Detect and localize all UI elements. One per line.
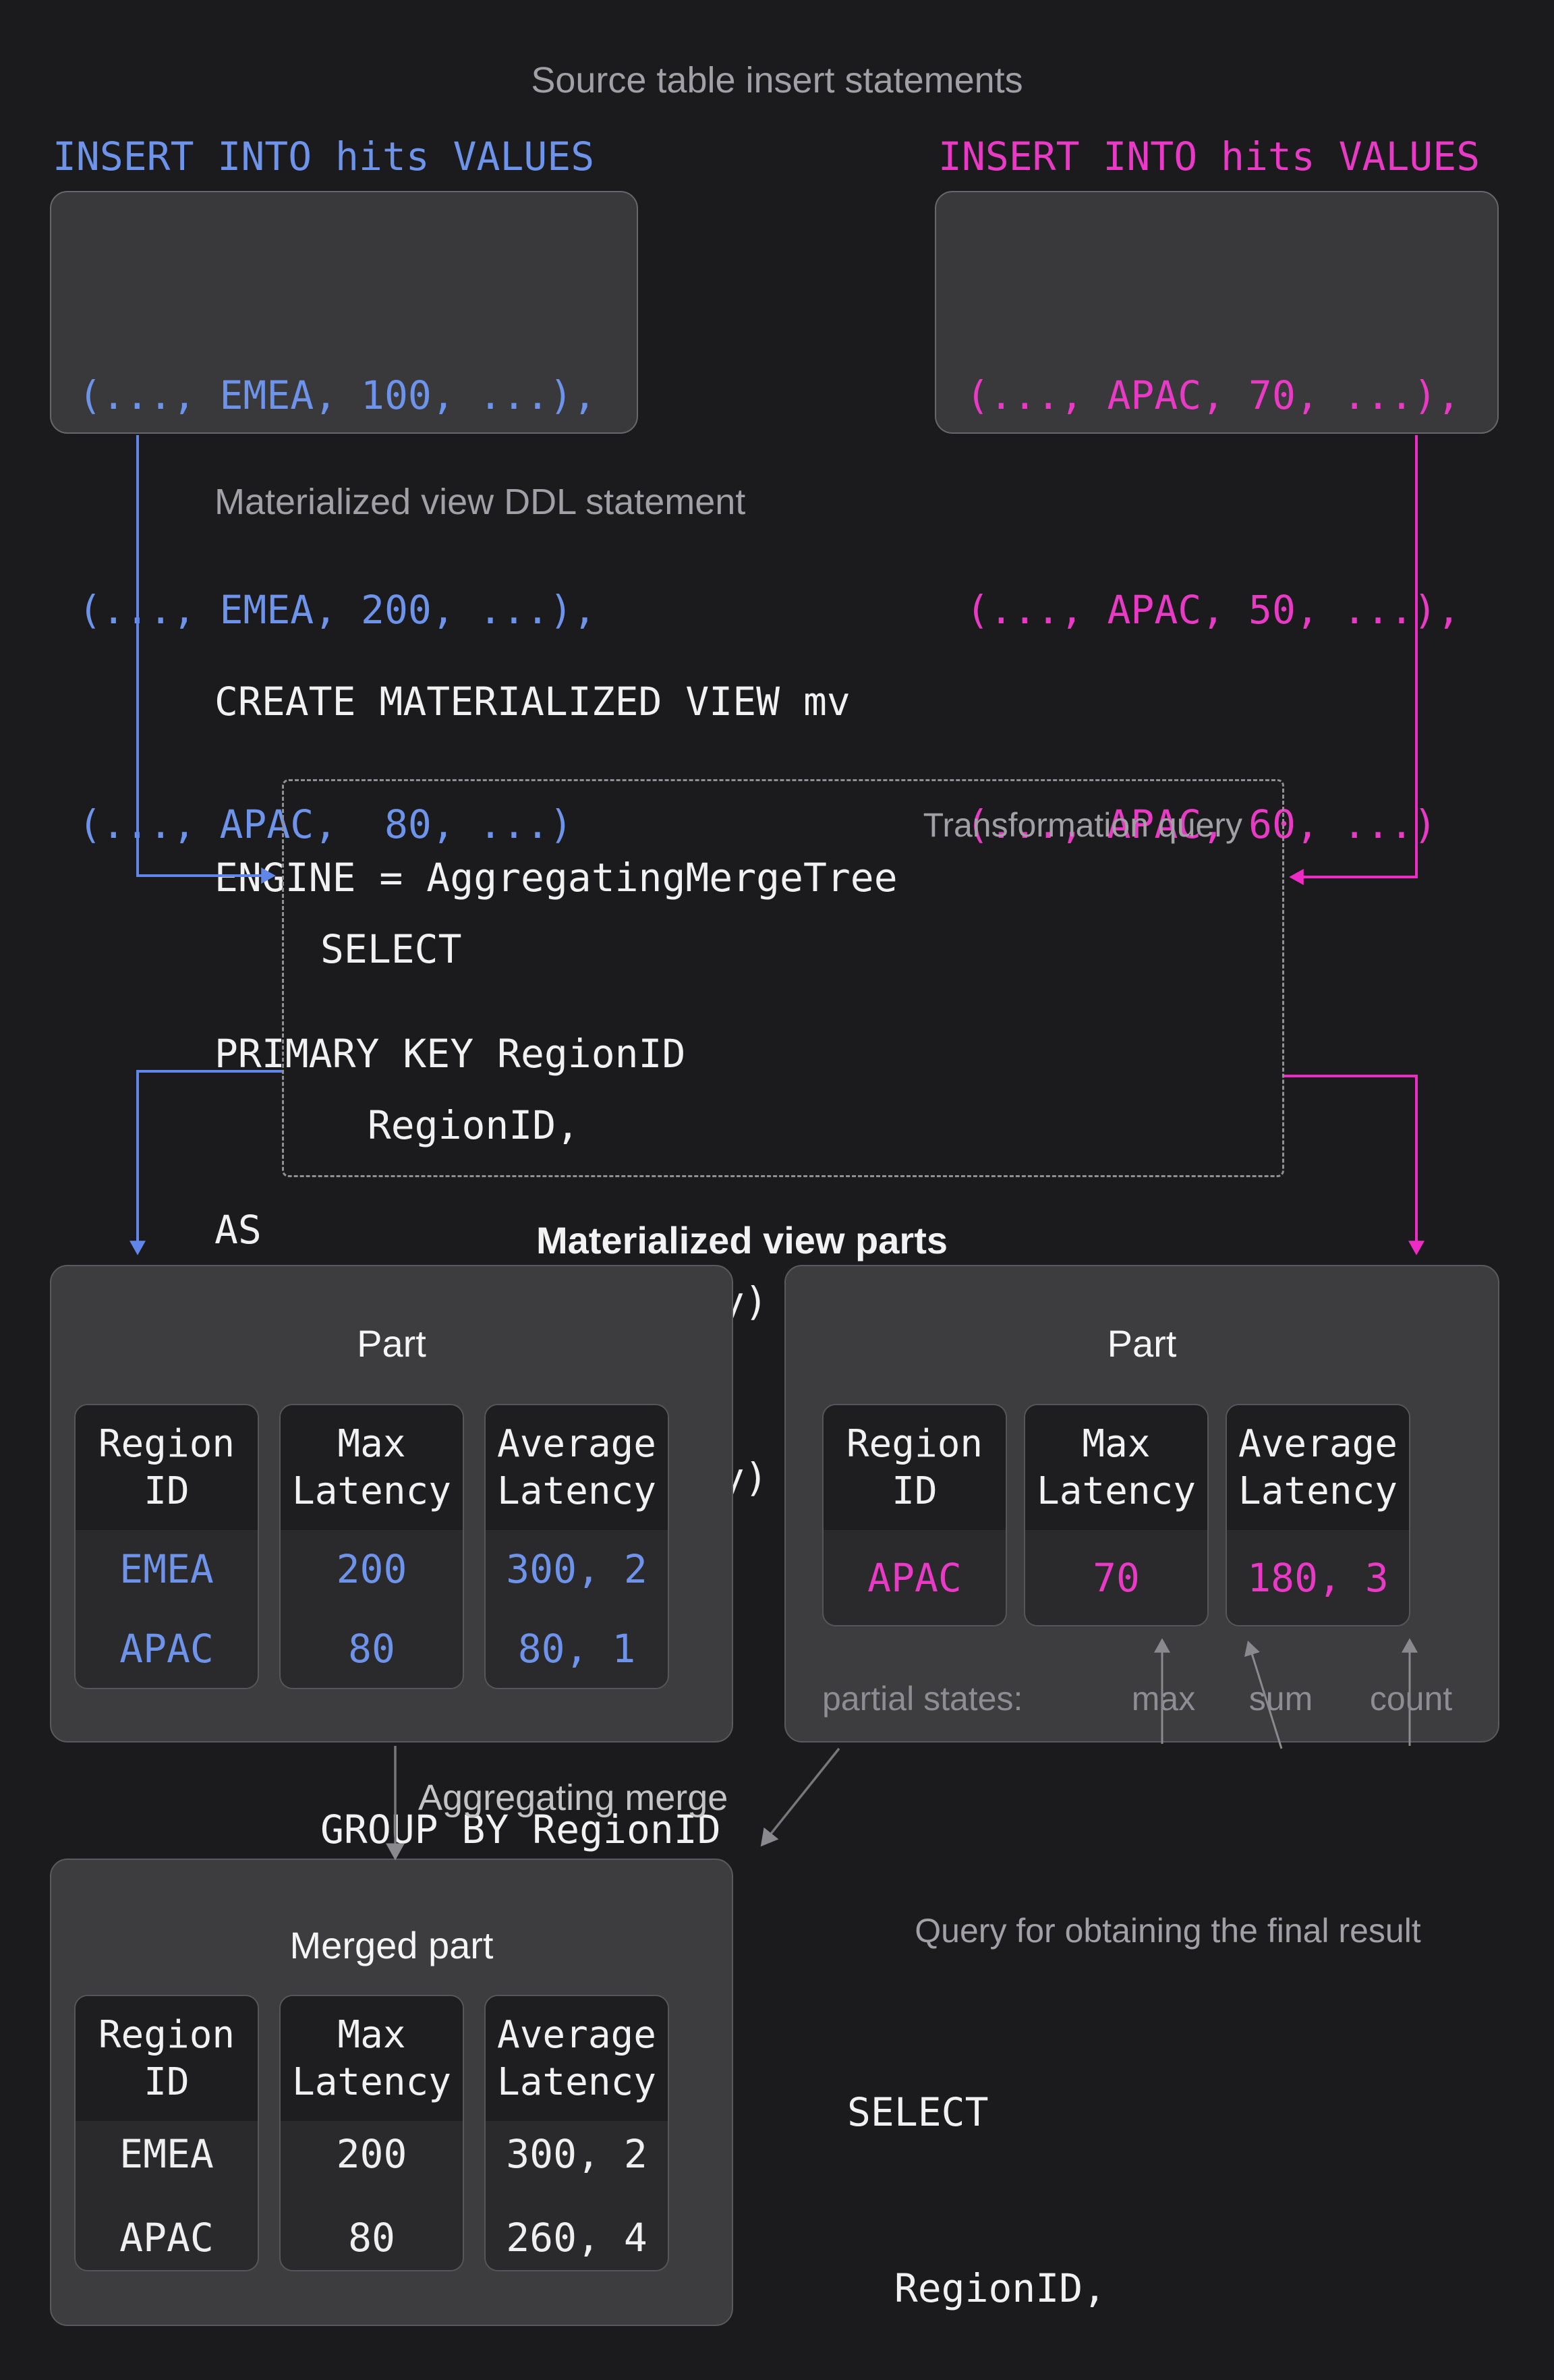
cell-value: 80 [348,2214,395,2261]
ddl-code: CREATE MATERIALIZED VIEW mv ENGINE = Agg… [214,555,898,1377]
insert-left-box: (..., EMEA, 100, ...), (..., EMEA, 200, … [50,191,638,847]
column-header: Region ID [824,1405,1006,1530]
insert-left-label: INSERT INTO hits VALUES [53,134,595,179]
column-header: Max Latency [281,1405,463,1530]
merged-part-title: Merged part [289,1924,494,1966]
cell-value: 300, 2 [506,2130,648,2177]
parts-heading: Materialized view parts [536,1219,948,1262]
column-region-id: Region ID APAC [822,1404,1007,1626]
code-line: ENGINE = AggregatingMergeTree [214,855,898,901]
code-line: SELECT [320,926,462,972]
code-line: CREATE MATERIALIZED VIEW mv [214,679,851,725]
column-header: Average Latency [486,1405,668,1530]
code-line: RegionID, [320,1102,580,1148]
part-left-box: Part Region ID EMEA APAC Max Latency 200… [50,1265,733,1743]
column-header: Region ID [76,1996,258,2121]
code-line: RegionID, [847,2265,1107,2311]
column-max-latency: Max Latency 70 [1024,1404,1209,1626]
column-header: Average Latency [486,1996,668,2121]
part-right-title: Part [1107,1322,1177,1365]
cell-value: APAC [119,1626,214,1672]
cell-value: EMEA [119,2130,214,2177]
cell-value: EMEA [119,1546,214,1592]
column-region-id: Region ID EMEA APAC [74,1995,259,2271]
code-line: SELECT [847,2089,989,2135]
insert-right-label: INSERT INTO hits VALUES [938,134,1480,179]
page-title: Source table insert statements [531,60,1023,101]
column-average-latency: Average Latency 180, 3 [1226,1404,1410,1626]
cell-value: 80 [348,1626,395,1672]
part-right-box: Part Region ID APAC Max Latency 70 Avera… [784,1265,1499,1743]
cell-value: APAC [867,1554,962,1601]
annotation-count: count [1369,1680,1453,1718]
transformation-query-box: Transformation query SELECT RegionID, ma… [282,779,1284,1852]
transformation-query-label: Transformation query [923,806,1242,844]
cell-value: 70 [1093,1554,1140,1601]
cell-value: 200 [336,1546,407,1592]
column-average-latency: Average Latency 300, 2 80, 1 [484,1404,669,1689]
partial-states-label: partial states: [822,1680,1023,1718]
cell-value: 180, 3 [1247,1554,1389,1601]
final-query-label: Query for obtaining the final result [915,1912,1421,1950]
column-header: Max Latency [281,1996,463,2121]
code-line: (..., APAC, 50, ...), [966,587,1461,633]
column-header: Region ID [76,1405,258,1530]
code-line: (..., APAC, 70, ...), [966,372,1461,418]
column-header: Max Latency [1025,1405,1207,1530]
cell-value: 300, 2 [506,1546,648,1592]
annotation-max: max [1131,1680,1196,1718]
code-line: (..., EMEA, 100, ...), [78,372,597,418]
part-left-title: Part [357,1322,426,1365]
column-header: Average Latency [1227,1405,1409,1530]
cell-value: 80, 1 [517,1626,636,1672]
code-line: PRIMARY KEY RegionID [214,1031,686,1077]
code-line: GROUP BY RegionID [320,1807,721,1852]
column-max-latency: Max Latency 200 80 [279,1404,464,1689]
column-region-id: Region ID EMEA APAC [74,1404,259,1689]
cell-value: 260, 4 [506,2214,648,2261]
cell-value: 200 [336,2130,407,2177]
annotation-sum: sum [1248,1680,1313,1718]
column-max-latency: Max Latency 200 80 [279,1995,464,2271]
aggregating-merge-label: Aggregating merge [418,1778,728,1818]
ddl-section-label: Materialized view DDL statement [214,482,746,522]
merged-part-box: Merged part Region ID EMEA APAC Max Late… [50,1859,733,2326]
insert-right-box: (..., APAC, 70, ...), (..., APAC, 50, ..… [935,191,1499,847]
cell-value: APAC [119,2214,214,2261]
column-average-latency: Average Latency 300, 2 260, 4 [484,1995,669,2271]
